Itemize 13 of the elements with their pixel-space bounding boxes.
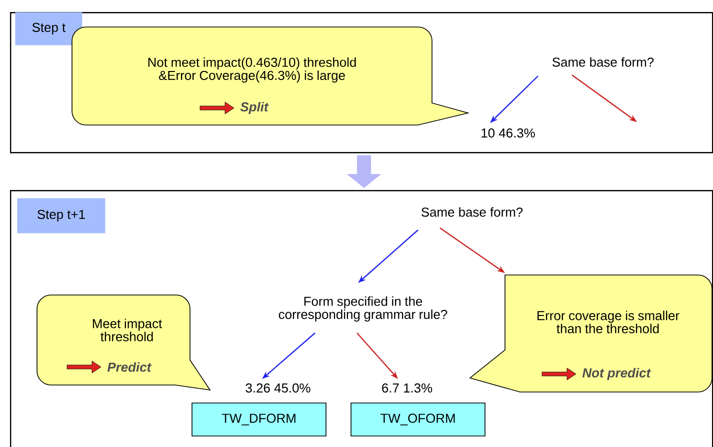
score-text: 10 46.3%: [482, 128, 535, 138]
verdict-text: Not predict: [582, 368, 651, 380]
step-label: Step t+1: [17, 198, 106, 234]
step-label: Step t: [15, 12, 82, 46]
question-text: Same base form?: [552, 57, 654, 67]
question-text: Form specified in the corresponding grammar rule?: [278, 296, 448, 322]
class-box: TW_DFORM: [192, 402, 326, 436]
class-box: TW_OFORM: [350, 402, 486, 436]
question-text: Same base form?: [422, 207, 523, 217]
verdict-text: Predict: [107, 362, 152, 372]
score-text: 3.26 45.0%: [246, 383, 310, 393]
verdict-text: Split: [240, 102, 269, 114]
score-text: 6.7 1.3%: [382, 383, 432, 393]
